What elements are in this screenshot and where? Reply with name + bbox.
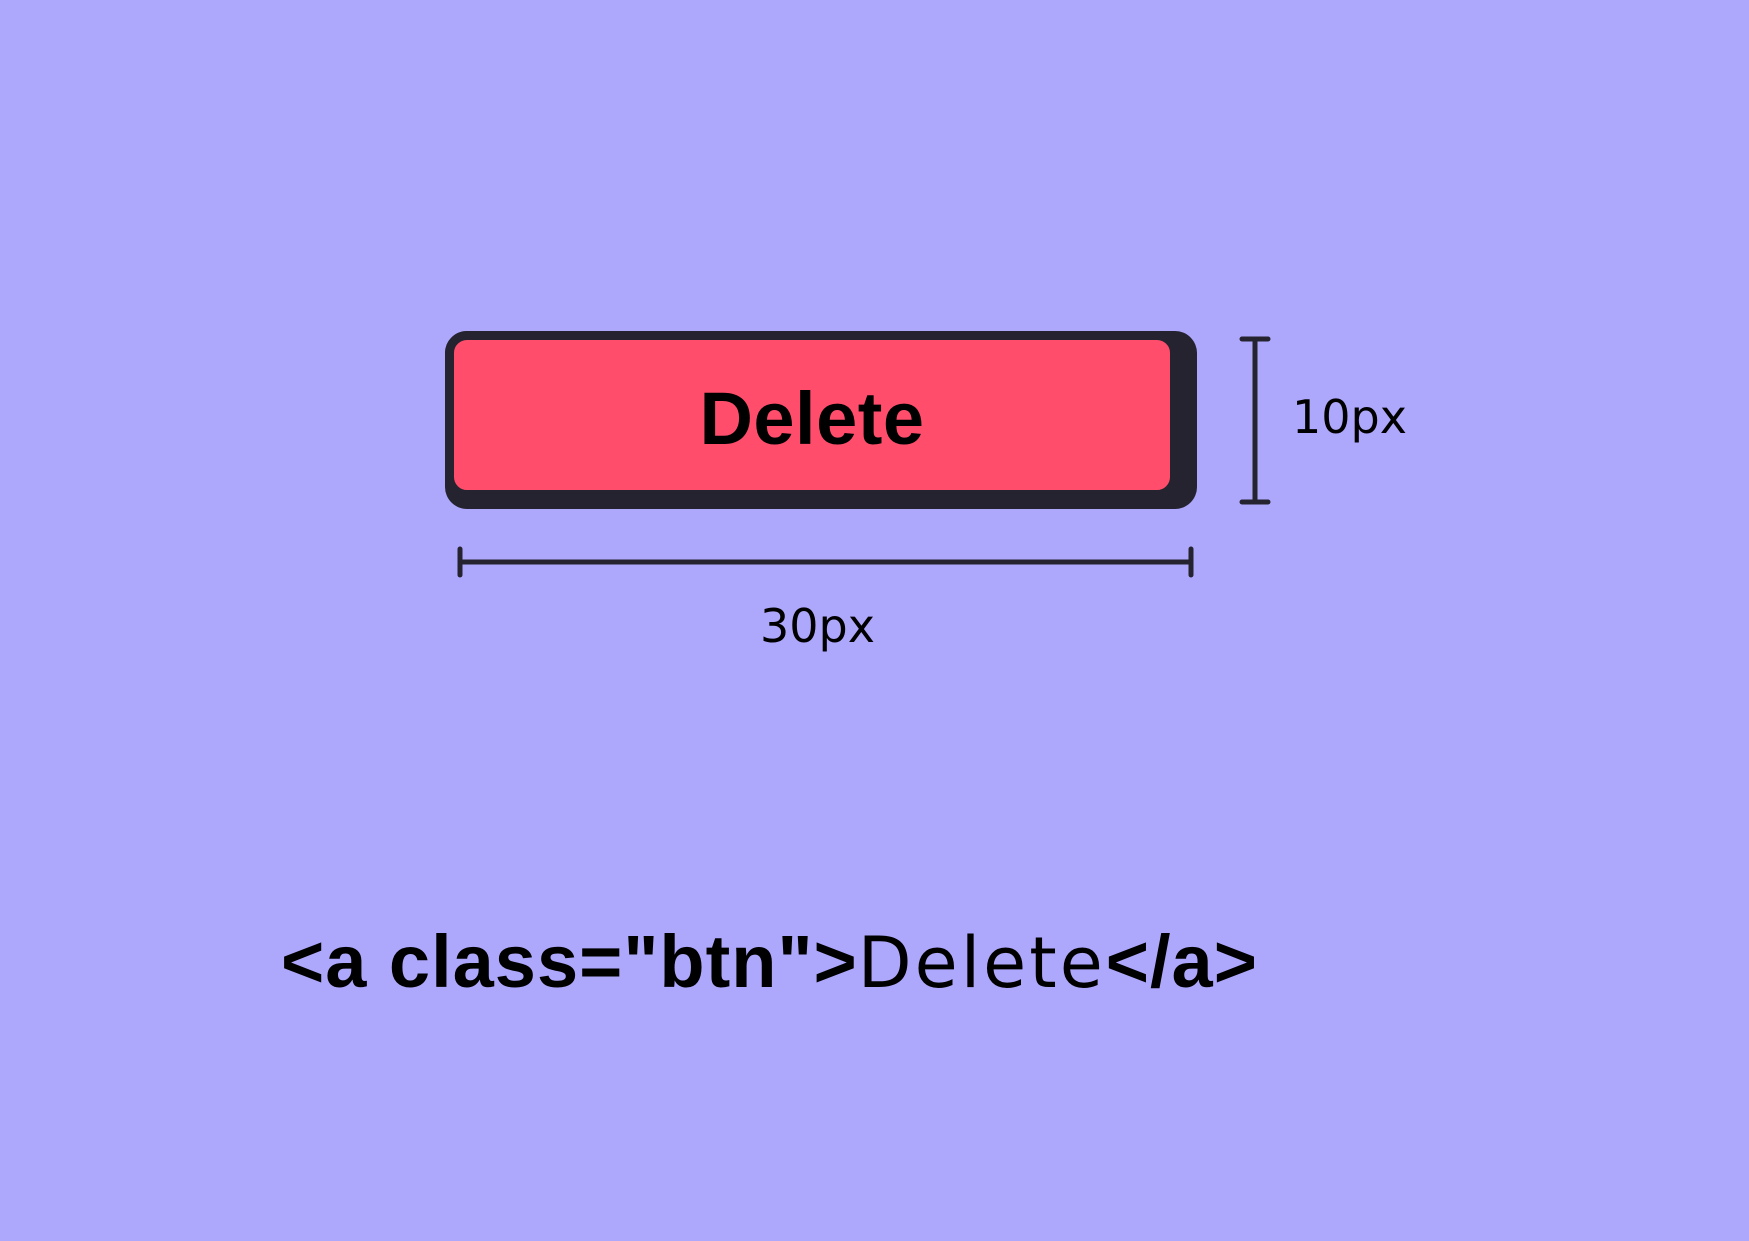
code-close-tag: </a> <box>1105 920 1258 1003</box>
width-dimension-marker <box>457 546 1194 578</box>
code-content: Delete <box>857 922 1106 1004</box>
height-dimension-marker <box>1239 336 1271 505</box>
height-dimension-label: 10px <box>1292 390 1407 444</box>
delete-button-label: Delete <box>699 377 925 460</box>
code-open-tag: <a class="btn"> <box>281 920 858 1003</box>
delete-button-illustration: Delete <box>445 331 1179 499</box>
width-dimension-label: 30px <box>760 599 875 653</box>
code-snippet: <a class="btn">Delete</a> <box>281 925 1258 999</box>
